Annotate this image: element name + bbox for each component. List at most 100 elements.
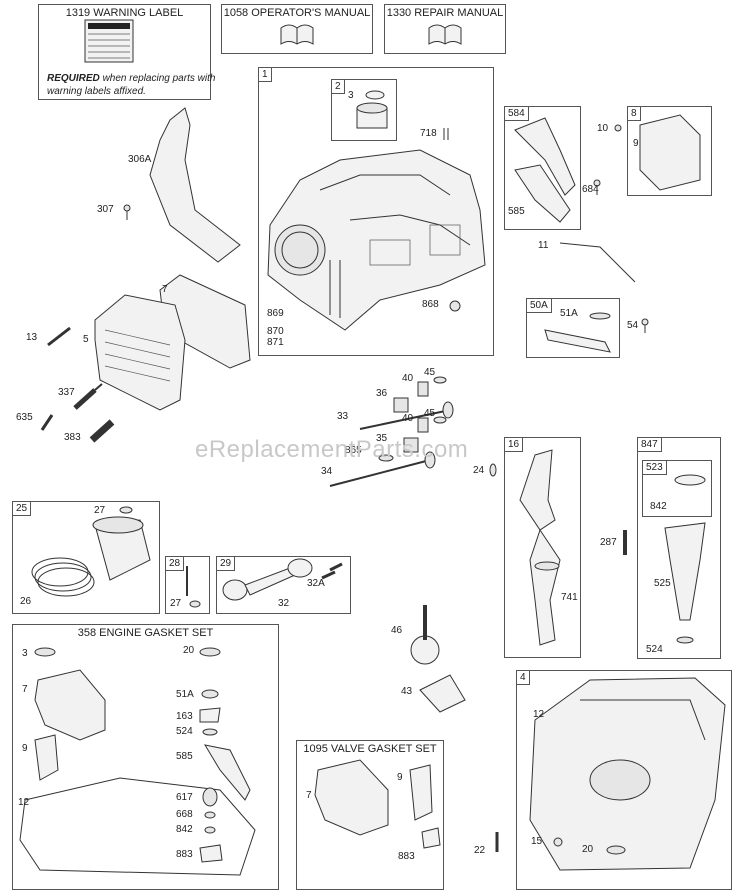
callout-871: 871 bbox=[267, 337, 284, 348]
piston-pin-clip-icon bbox=[119, 506, 133, 514]
callout-54: 54 bbox=[627, 320, 639, 331]
screw-54-icon bbox=[641, 318, 649, 333]
gasket-12-icon bbox=[19, 777, 256, 876]
breather-plate-icon bbox=[514, 117, 576, 196]
piston-group: 25 bbox=[12, 501, 160, 614]
callout-306a: 306A bbox=[128, 154, 152, 165]
valve-gasket-callout-883: 883 bbox=[398, 851, 415, 862]
gasket-callout-51a: 51A bbox=[176, 689, 194, 700]
seal-20-icon bbox=[606, 845, 626, 855]
gasket-617-icon bbox=[202, 787, 218, 807]
valve-gasket-9-icon bbox=[409, 764, 433, 821]
kit-50a-tag: 50A bbox=[527, 299, 552, 313]
engine-gasket-set-title: 358 ENGINE GASKET SET bbox=[77, 627, 214, 639]
starter-sub-group: 523 bbox=[642, 460, 712, 517]
callout-24: 24 bbox=[473, 465, 485, 476]
dowel-pin-icon bbox=[443, 128, 449, 140]
rod-clip-tag: 28 bbox=[166, 557, 185, 571]
callout-684: 684 bbox=[582, 184, 599, 195]
operators-manual-title: 1058 OPERATOR'S MANUAL bbox=[223, 7, 371, 19]
kit-50a-group: 50A bbox=[526, 298, 620, 358]
starter-body-icon bbox=[664, 522, 706, 621]
callout-40b: 40 bbox=[402, 413, 414, 424]
gasket-842-icon bbox=[204, 826, 216, 834]
callout-11: 11 bbox=[538, 240, 549, 251]
callout-5: 5 bbox=[83, 334, 89, 345]
callout-22: 22 bbox=[474, 845, 486, 856]
callout-524: 524 bbox=[646, 644, 663, 655]
crankshaft-icon bbox=[519, 449, 561, 646]
callout-287: 287 bbox=[600, 537, 617, 548]
warning-label-note: REQUIRED when replacing parts with warni… bbox=[47, 72, 243, 98]
rod-bolt-32-icon bbox=[321, 570, 336, 580]
key-24-icon bbox=[489, 463, 497, 477]
valve-gasket-set-title: 1095 VALVE GASKET SET bbox=[303, 743, 437, 755]
gasket-callout-883: 883 bbox=[176, 849, 193, 860]
piston-icon bbox=[92, 516, 151, 581]
warning-label-graphic bbox=[84, 19, 134, 63]
screw-10-icon bbox=[614, 124, 622, 132]
gasket-585-icon bbox=[203, 744, 251, 801]
callout-12: 12 bbox=[533, 709, 545, 720]
callout-9: 9 bbox=[633, 138, 639, 149]
crankshaft-group: 16 bbox=[504, 437, 581, 658]
starter-sub-tag: 523 bbox=[643, 461, 667, 475]
callout-10: 10 bbox=[597, 123, 609, 134]
breather-tag: 584 bbox=[505, 107, 529, 121]
gasket-524-icon bbox=[202, 728, 218, 736]
connecting-rod-icon bbox=[222, 558, 313, 601]
connecting-rod-group: 29 bbox=[216, 556, 351, 614]
callout-33: 33 bbox=[337, 411, 349, 422]
connecting-rod-tag: 29 bbox=[217, 557, 236, 571]
repair-manual-title: 1330 REPAIR MANUAL bbox=[386, 7, 504, 19]
warning-label-kit: 1319 WARNING LABEL REQUIRED when replaci… bbox=[38, 4, 215, 100]
callout-35: 35 bbox=[376, 433, 388, 444]
gasket-callout-617: 617 bbox=[176, 792, 193, 803]
bearing-tag: 2 bbox=[332, 80, 345, 94]
gasket-seal-20-icon bbox=[199, 647, 221, 657]
spark-plug-icon bbox=[73, 383, 103, 410]
dipstick-tube-icon bbox=[559, 242, 636, 283]
starter-cap-icon bbox=[674, 474, 706, 486]
stud-icon bbox=[40, 414, 54, 431]
valve-gasket-callout-9: 9 bbox=[397, 772, 403, 783]
callout-865: 865 bbox=[345, 445, 362, 456]
screw-684-icon bbox=[593, 179, 601, 195]
sump-tag: 4 bbox=[517, 671, 530, 685]
breather-gasket-icon bbox=[514, 164, 571, 223]
repair-manual-kit: 1330 REPAIR MANUAL bbox=[384, 4, 506, 54]
governor-gear-icon bbox=[410, 605, 440, 665]
callout-36: 36 bbox=[376, 388, 388, 399]
callout-20: 20 bbox=[582, 844, 594, 855]
warning-label-title: 1319 WARNING LABEL bbox=[65, 7, 184, 19]
operators-manual-book-icon bbox=[280, 24, 314, 45]
callout-26: 26 bbox=[20, 596, 32, 607]
breather-tube-icon bbox=[89, 419, 115, 443]
cylinder-group: 1 bbox=[258, 67, 494, 356]
callout-585: 585 bbox=[508, 206, 525, 217]
callout-46: 46 bbox=[391, 625, 403, 636]
gasket-callout-524: 524 bbox=[176, 726, 193, 737]
screw-307-icon bbox=[123, 204, 131, 220]
callout-741: 741 bbox=[561, 592, 578, 603]
callout-43: 43 bbox=[401, 686, 413, 697]
cylinder-head-icon bbox=[94, 294, 186, 411]
gasket-callout-12: 12 bbox=[18, 797, 30, 808]
required-text: REQUIRED bbox=[47, 73, 100, 84]
callout-337: 337 bbox=[58, 387, 75, 398]
callout-45b: 45 bbox=[424, 408, 436, 419]
operators-manual-kit: 1058 OPERATOR'S MANUAL bbox=[221, 4, 373, 54]
gasket-callout-842: 842 bbox=[176, 824, 193, 835]
callout-868: 868 bbox=[422, 299, 439, 310]
bearing-group: 2 bbox=[331, 79, 397, 141]
gasket-seal-3-icon bbox=[34, 647, 56, 657]
callout-34: 34 bbox=[321, 466, 333, 477]
bearing-seal-icon bbox=[365, 90, 385, 100]
fitting-868-icon bbox=[449, 300, 461, 312]
gasket-7-icon bbox=[34, 669, 106, 741]
baffle-icon bbox=[149, 107, 241, 263]
callout-27b: 27 bbox=[170, 598, 182, 609]
cover-tag: 8 bbox=[628, 107, 641, 121]
warning-note-text: when replacing parts with warning labels… bbox=[47, 73, 216, 97]
starter-tag: 847 bbox=[638, 438, 662, 452]
